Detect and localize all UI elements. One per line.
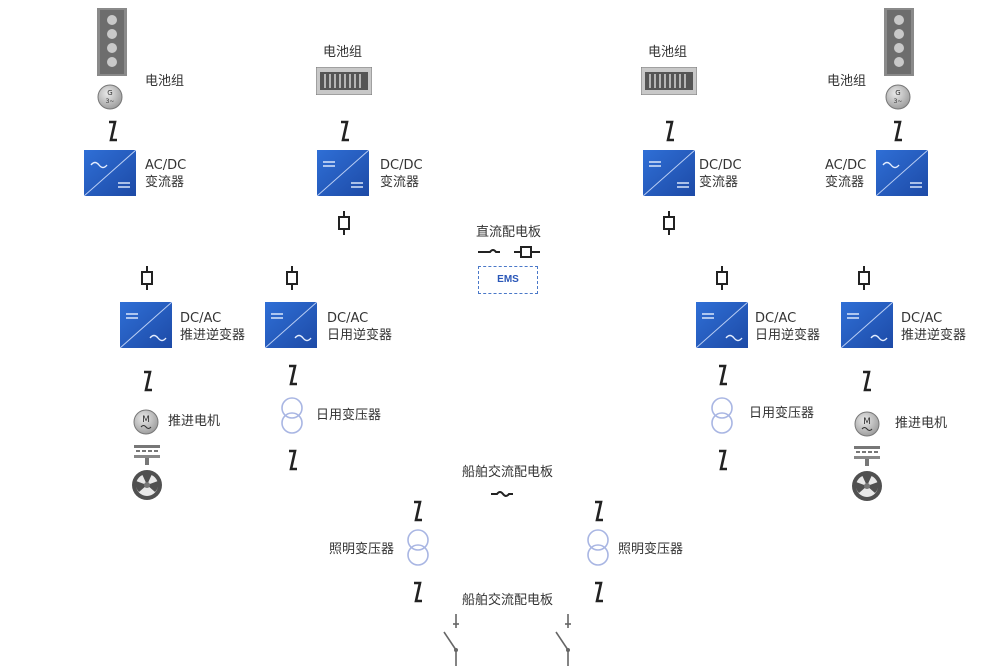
converter-label-4: 变流器 xyxy=(825,175,865,190)
dc-switchboard-label: 直流配电板 xyxy=(476,225,542,240)
cable-icon xyxy=(593,581,605,603)
cable-icon xyxy=(287,449,299,471)
power-converter-icon xyxy=(84,150,136,196)
power-converter-icon xyxy=(120,302,172,348)
power-converter-icon xyxy=(696,302,748,348)
motor-m-icon: M xyxy=(854,411,880,437)
svg-text:M: M xyxy=(863,417,871,427)
svg-text:M: M xyxy=(142,415,150,425)
circuit-breaker-icon xyxy=(552,614,574,666)
converter-label-3: 变流器 xyxy=(699,175,739,190)
daily-transformer-label-2: 日用变压器 xyxy=(749,406,815,421)
fuse-icon xyxy=(715,266,729,294)
power-converter-icon xyxy=(317,150,369,196)
circuit-breaker-icon xyxy=(440,614,462,666)
cable-icon xyxy=(593,500,605,522)
propulsion-inverter-label-2: 推进逆变器 xyxy=(901,328,967,343)
cable-icon xyxy=(892,120,904,142)
cable-icon xyxy=(412,581,424,603)
dc-dc-label-2: DC/DC xyxy=(699,158,742,173)
converter-label-2: 变流器 xyxy=(380,175,420,190)
propulsion-inverter-label-1: 推进逆变器 xyxy=(180,328,246,343)
ac-dc-label-2: AC/DC xyxy=(825,158,867,173)
lighting-transformer-label-1: 照明变压器 xyxy=(329,542,395,557)
daily-inverter-label-1: 日用逆变器 xyxy=(327,328,393,343)
cable-icon xyxy=(339,120,351,142)
svg-text:3~: 3~ xyxy=(106,98,115,105)
transformer-icon xyxy=(280,396,304,436)
dc-switchboard-icon xyxy=(478,244,540,263)
fuse-icon xyxy=(140,266,154,294)
dc-ac-label-2: DC/AC xyxy=(327,311,369,326)
power-converter-icon xyxy=(265,302,317,348)
ems-box: EMS xyxy=(478,266,538,294)
ac-switchboard-label-2: 船舶交流配电板 xyxy=(462,593,554,608)
motor-m-icon: M xyxy=(133,409,159,435)
power-converter-icon xyxy=(643,150,695,196)
daily-transformer-label-1: 日用变压器 xyxy=(316,408,382,423)
cable-icon xyxy=(107,120,119,142)
cable-icon xyxy=(412,500,424,522)
ac-dc-label-1: AC/DC xyxy=(145,158,187,173)
battery-label-1: 电池组 xyxy=(145,74,185,89)
dc-ac-label-4: DC/AC xyxy=(901,311,943,326)
svg-text:G: G xyxy=(107,89,112,97)
fuse-icon xyxy=(662,211,676,239)
fuse-icon xyxy=(285,266,299,294)
dc-ac-label-3: DC/AC xyxy=(755,311,797,326)
cable-icon xyxy=(664,120,676,142)
transformer-icon xyxy=(406,528,430,568)
ac-symbol-icon xyxy=(490,484,514,503)
cable-icon xyxy=(717,449,729,471)
svg-text:3~: 3~ xyxy=(894,98,903,105)
battery-cell-icon xyxy=(884,8,914,76)
cable-icon xyxy=(861,370,873,392)
cable-icon xyxy=(717,364,729,386)
propeller-icon xyxy=(851,446,883,502)
battery-rack-icon xyxy=(316,67,372,95)
transformer-icon xyxy=(710,396,734,436)
cable-icon xyxy=(287,364,299,386)
battery-cell-icon xyxy=(97,8,127,76)
daily-inverter-label-2: 日用逆变器 xyxy=(755,328,821,343)
svg-text:G: G xyxy=(895,89,900,97)
power-converter-icon xyxy=(841,302,893,348)
ac-switchboard-label-1: 船舶交流配电板 xyxy=(462,465,554,480)
transformer-icon xyxy=(586,528,610,568)
battery-label-4: 电池组 xyxy=(827,74,867,89)
cable-icon xyxy=(142,370,154,392)
propulsion-motor-label-1: 推进电机 xyxy=(168,414,221,429)
dc-dc-label-1: DC/DC xyxy=(380,158,423,173)
fuse-icon xyxy=(857,266,871,294)
battery-label-3: 电池组 xyxy=(648,45,688,60)
power-converter-icon xyxy=(876,150,928,196)
lighting-transformer-label-2: 照明变压器 xyxy=(618,542,684,557)
battery-rack-icon xyxy=(641,67,697,95)
battery-label-2: 电池组 xyxy=(323,45,363,60)
propeller-icon xyxy=(131,445,163,501)
converter-label-1: 变流器 xyxy=(145,175,185,190)
fuse-icon xyxy=(337,211,351,239)
dc-ac-label-1: DC/AC xyxy=(180,311,222,326)
propulsion-motor-label-2: 推进电机 xyxy=(895,416,948,431)
